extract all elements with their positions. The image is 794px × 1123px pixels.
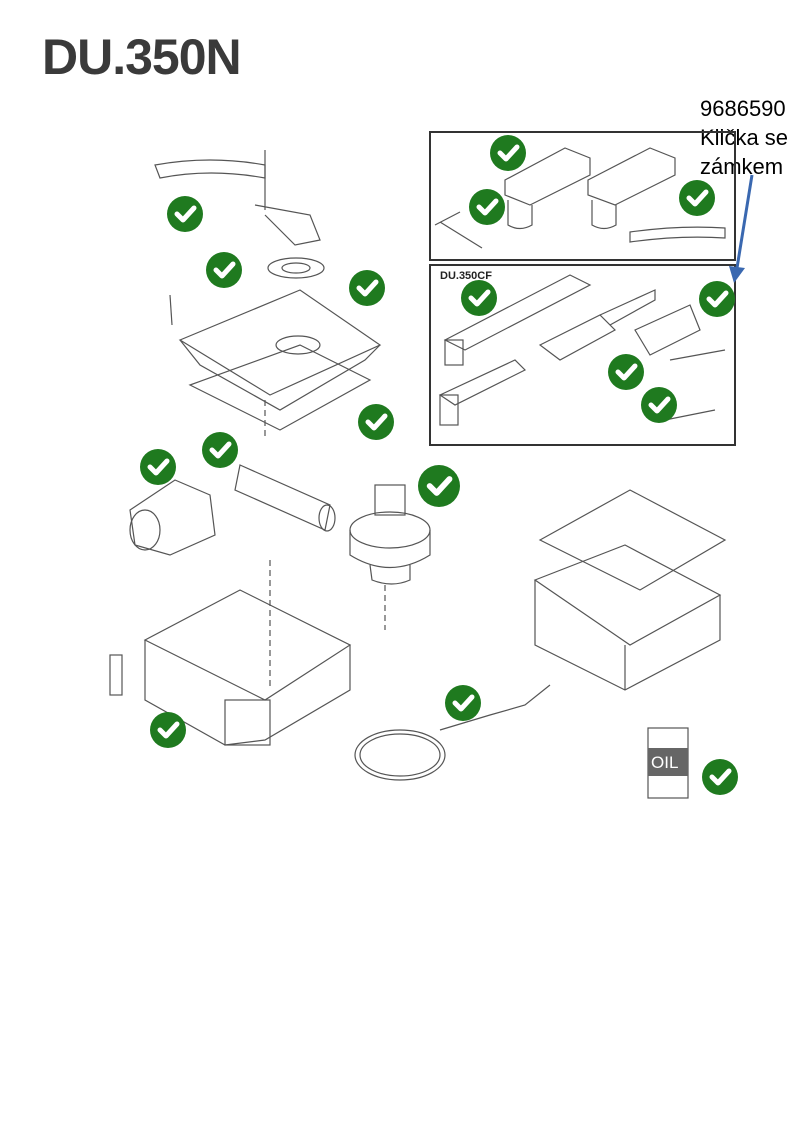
accessory-box [429, 131, 736, 261]
check-circle-icon [358, 404, 394, 440]
check-circle-icon [349, 270, 385, 306]
part-description: zámkem [700, 154, 784, 179]
part-name: Klička se [700, 125, 789, 150]
du350cf-box [429, 264, 736, 446]
check-circle-icon [206, 252, 242, 288]
subassembly-label: DU.350CF [440, 270, 492, 282]
check-circle-icon [608, 354, 644, 390]
check-circle-icon [702, 759, 738, 795]
check-circle-icon [469, 189, 505, 225]
check-circle-icon [150, 712, 186, 748]
part-number: 9686590 [700, 96, 786, 121]
check-circle-icon [167, 196, 203, 232]
part-note: 9686590 Klička se zámkem [700, 94, 788, 181]
check-circle-icon [461, 280, 497, 316]
check-circle-icon [641, 387, 677, 423]
check-circle-icon [679, 180, 715, 216]
check-circle-icon [699, 281, 735, 317]
check-circle-icon [418, 465, 460, 507]
check-circle-icon [202, 432, 238, 468]
check-circle-icon [140, 449, 176, 485]
check-circle-icon [490, 135, 526, 171]
pointer-arrow [735, 174, 754, 269]
check-circle-icon [445, 685, 481, 721]
page-title: DU.350N [42, 29, 242, 85]
oil-label: OIL [651, 753, 679, 772]
